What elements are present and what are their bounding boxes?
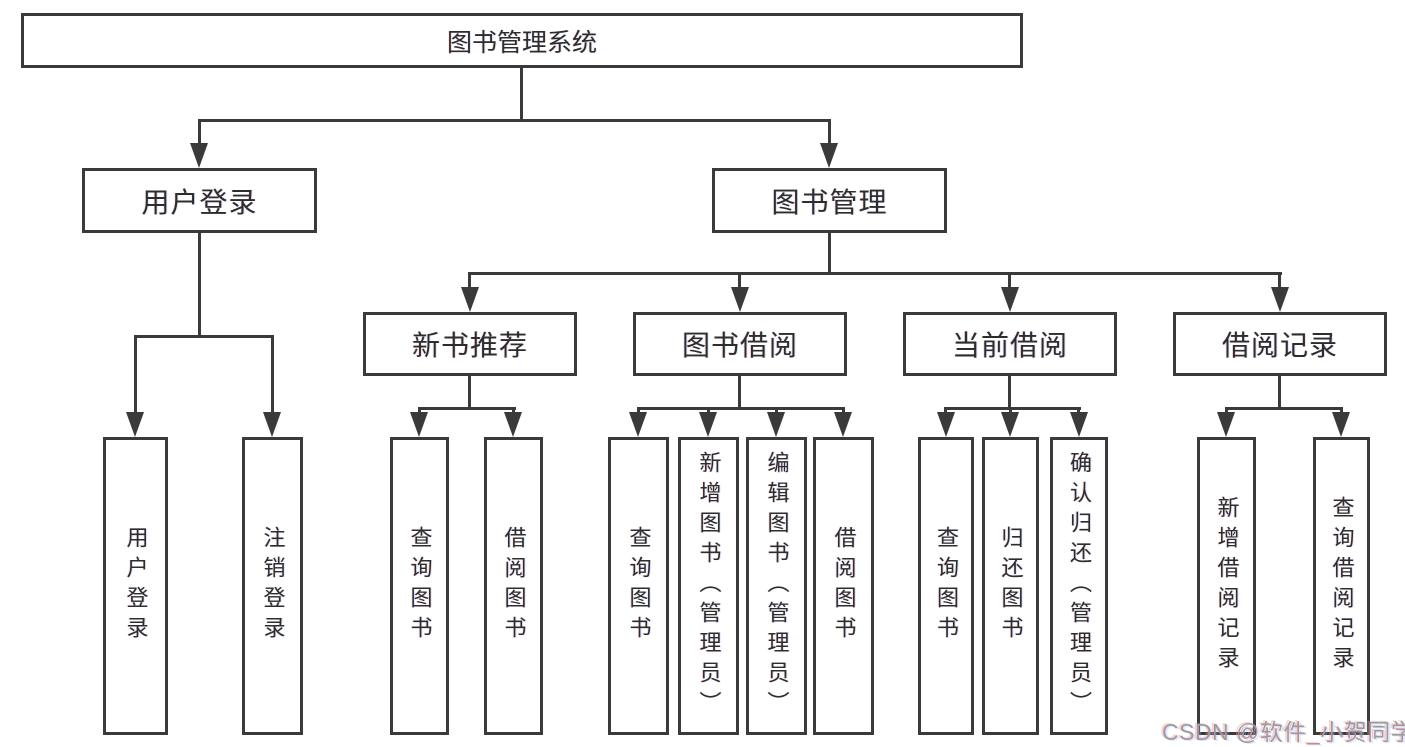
leaf-borrow-books: 借阅图书 [813,437,874,735]
connector-current-borrow-stem [1008,376,1011,409]
arrow-head [461,287,479,312]
connector-book-borrow-stem [738,376,741,409]
leaf-logout: 注销登录 [242,437,303,735]
connector-book-borrow-crossbar [637,407,845,410]
arrow-head [1070,412,1088,437]
leaf-user-login: 用户登录 [103,437,168,735]
leaf-label: 查询图书 [626,526,652,646]
leaf-label: 借阅图书 [831,526,857,646]
arrow-head [937,412,955,437]
arrow-head [126,412,144,437]
leaf-label: 编辑图书（管理员） [764,451,790,721]
node-label: 图书管理 [771,186,888,218]
node-label: 图书管理系统 [446,28,597,57]
connector-to-login-leaf [134,335,137,417]
connector-to-logout-leaf [271,335,274,417]
leaf-confirm-return-admin: 确认归还（管理员） [1050,437,1108,735]
leaf-query-books: 查询图书 [918,437,974,735]
leaf-label: 确认归还（管理员） [1067,451,1092,721]
arrow-head [1332,412,1350,437]
arrow-head [834,412,852,437]
connector-level3-crossbar [468,272,1282,275]
leaf-add-books-admin: 新增图书（管理员） [678,437,739,735]
leaf-query-books: 查询图书 [390,437,449,735]
arrow-head [504,412,522,437]
arrow-head [629,412,647,437]
connector-new-book-stem [468,376,471,409]
leaf-label: 新增图书（管理员） [696,451,722,721]
connector-to-book-management [828,119,831,149]
connector-to-user-login [198,119,201,149]
arrow-head [410,412,428,437]
arrow-head [699,412,717,437]
csdn-watermark: CSDN @软件_小贺同学 [1162,719,1405,745]
connector-current-borrow-crossbar [944,407,1081,410]
connector-user-login-stem [198,233,201,335]
node-label: 新书推荐 [411,330,528,361]
connector-to-new-book [468,272,471,294]
node-book-management: 图书管理 [712,168,947,233]
connector-user-login-crossbar [134,335,274,338]
node-book-borrowing: 图书借阅 [633,312,847,376]
leaf-label: 归还图书 [998,526,1024,646]
connector-root-stem [520,68,523,119]
node-library-management-system: 图书管理系统 [21,13,1023,68]
leaf-label: 查询图书 [407,526,433,646]
node-user-login: 用户登录 [82,168,317,233]
leaf-label: 新增借阅记录 [1214,496,1240,676]
arrow-head [1271,287,1289,312]
leaf-label: 查询图书 [934,526,959,646]
node-borrowing-records: 借阅记录 [1173,312,1387,376]
node-new-book-recommendation: 新书推荐 [363,312,577,376]
node-label: 用户登录 [141,186,258,218]
connector-to-current-borrow [1008,272,1011,294]
leaf-label: 借阅图书 [501,526,527,646]
leaf-label: 用户登录 [123,526,149,646]
connector-borrow-records-stem [1278,376,1281,407]
leaf-label: 注销登录 [260,526,286,646]
leaf-query-books: 查询图书 [608,437,669,735]
leaf-edit-books-admin: 编辑图书（管理员） [746,437,807,735]
connector-to-book-borrow [738,272,741,294]
node-label: 当前借阅 [951,330,1068,361]
arrow-head [731,287,749,312]
leaf-return-books: 归还图书 [982,437,1039,735]
node-current-borrowing: 当前借阅 [903,312,1117,376]
connector-root-crossbar [198,119,831,122]
leaf-borrow-books: 借阅图书 [484,437,543,735]
leaf-add-borrow-record: 新增借阅记录 [1197,437,1256,735]
node-label: 借阅记录 [1221,330,1338,361]
node-label: 图书借阅 [681,330,798,361]
arrow-head [190,143,208,168]
connector-book-mgmt-stem [828,233,831,274]
leaf-query-borrow-record: 查询借阅记录 [1313,437,1370,735]
connector-new-book-crossbar [418,407,516,410]
connector-borrow-records-crossbar [1225,407,1343,410]
arrow-head [1217,412,1235,437]
leaf-label: 查询借阅记录 [1329,496,1355,676]
arrow-head [820,143,838,168]
arrow-head [1001,287,1019,312]
arrow-head [1001,412,1019,437]
connector-to-borrow-records [1278,272,1281,294]
arrow-head [263,412,281,437]
arrow-head [767,412,785,437]
